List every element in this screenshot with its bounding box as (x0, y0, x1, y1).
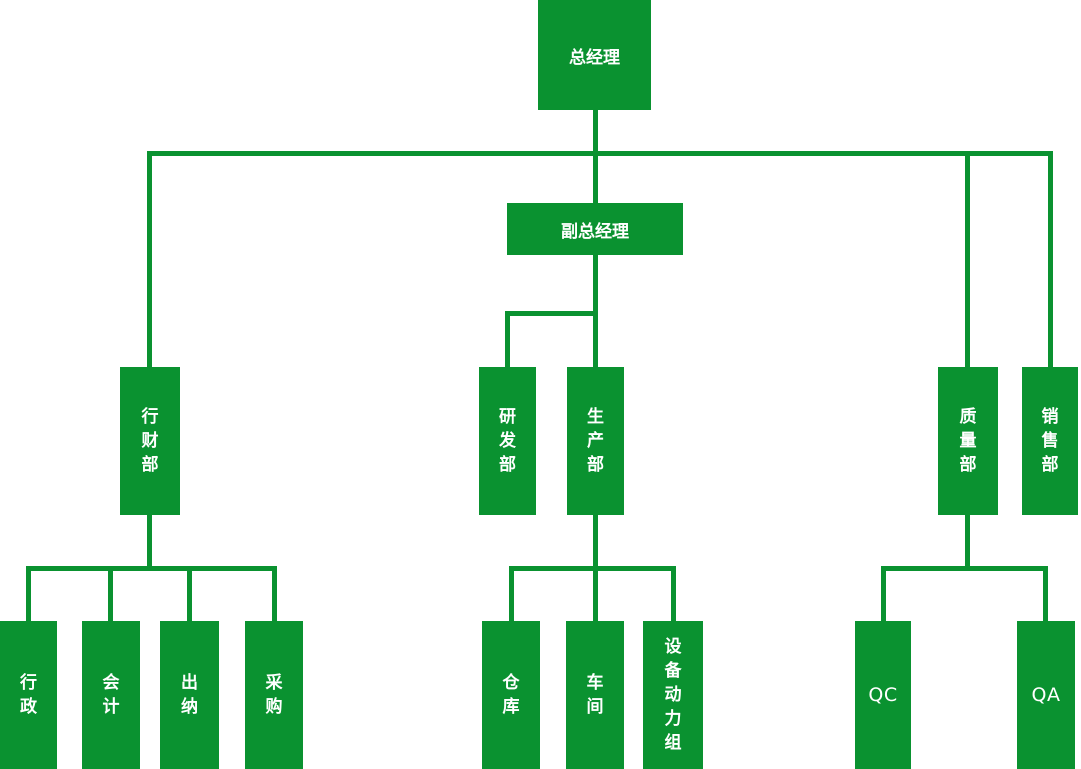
org-node-label-char: 质 (959, 407, 977, 427)
connector-segment (108, 566, 113, 621)
connector-segment (965, 515, 970, 571)
org-node-label-char: 力 (664, 709, 682, 729)
org-node-label-char: 部 (587, 455, 604, 475)
org-node-sales-dept: 销售部 (1022, 367, 1078, 515)
org-node-label-char: 销 (1041, 407, 1059, 427)
org-node-label-char: 部 (499, 455, 516, 475)
org-node-general-manager: 总经理 (538, 0, 651, 110)
org-node-label-char: 动 (664, 685, 682, 705)
connector-segment (881, 566, 886, 621)
org-node-rd-dept: 研发部 (479, 367, 536, 515)
connector-segment (147, 151, 152, 367)
connector-segment (26, 566, 277, 571)
org-node-label-char: 备 (664, 661, 682, 681)
org-node-label-char: 行 (141, 407, 159, 427)
org-node-label-char: 产 (587, 431, 604, 451)
connector-segment (505, 311, 598, 316)
org-node-label-char: 部 (959, 455, 977, 475)
org-node-administration: 行政 (0, 621, 57, 769)
connector-segment (147, 515, 152, 571)
connector-segment (965, 151, 970, 367)
org-node-label-char: 研 (499, 407, 516, 427)
org-node-workshop: 车间 (566, 621, 624, 769)
connector-segment (272, 566, 277, 621)
connector-segment (593, 566, 598, 621)
connector-segment (593, 110, 598, 203)
org-node-label-char: 出 (181, 673, 198, 693)
org-node-label-char: 政 (20, 697, 37, 717)
org-node-production-dept: 生产部 (567, 367, 624, 515)
connector-segment (509, 566, 676, 571)
org-node-label-char: 间 (586, 697, 604, 717)
connector-segment (147, 151, 1053, 156)
org-node-label-char: 设 (664, 637, 682, 657)
org-node-purchasing: 采购 (245, 621, 303, 769)
connector-segment (1048, 151, 1053, 367)
org-node-equipment-power-group: 设备动力组 (643, 621, 703, 769)
org-node-label-char: 车 (586, 673, 604, 693)
org-node-label-char: 仓 (502, 673, 520, 693)
org-node-label-char: 财 (141, 431, 159, 451)
org-node-label-char: 纳 (181, 697, 198, 717)
org-node-label-char: 计 (102, 697, 120, 717)
org-node-label: 副总经理 (561, 221, 629, 242)
org-node-label-char: 部 (1041, 455, 1059, 475)
org-node-label-char: 行 (20, 673, 37, 693)
org-node-qa: QA (1017, 621, 1075, 769)
org-node-label: 总经理 (569, 47, 620, 68)
connector-segment (26, 566, 31, 621)
connector-segment (505, 311, 510, 367)
connector-segment (671, 566, 676, 621)
org-node-label-char: 会 (102, 673, 120, 693)
org-node-label-char: 购 (265, 697, 283, 717)
org-node-label-char: 部 (141, 455, 159, 475)
connector-segment (1043, 566, 1048, 621)
org-node-deputy-general-manager: 副总经理 (507, 203, 683, 255)
org-node-label: QA (1031, 684, 1061, 706)
org-node-warehouse: 仓库 (482, 621, 540, 769)
connector-segment (187, 566, 192, 621)
org-node-label-char: 发 (499, 431, 516, 451)
connector-segment (509, 566, 514, 621)
org-node-label: QC (868, 684, 898, 706)
org-node-qc: QC (855, 621, 911, 769)
org-node-label-char: 组 (664, 733, 682, 753)
org-node-label-char: 量 (959, 431, 977, 451)
org-node-label-char: 采 (265, 673, 283, 693)
org-node-label-char: 售 (1041, 431, 1059, 451)
org-node-label-char: 生 (587, 407, 604, 427)
org-node-admin-finance-dept: 行财部 (120, 367, 180, 515)
org-node-quality-dept: 质量部 (938, 367, 998, 515)
connector-segment (593, 515, 598, 571)
org-node-accounting: 会计 (82, 621, 140, 769)
connector-segment (881, 566, 1048, 571)
org-node-cashier: 出纳 (160, 621, 219, 769)
org-node-label-char: 库 (502, 697, 520, 717)
